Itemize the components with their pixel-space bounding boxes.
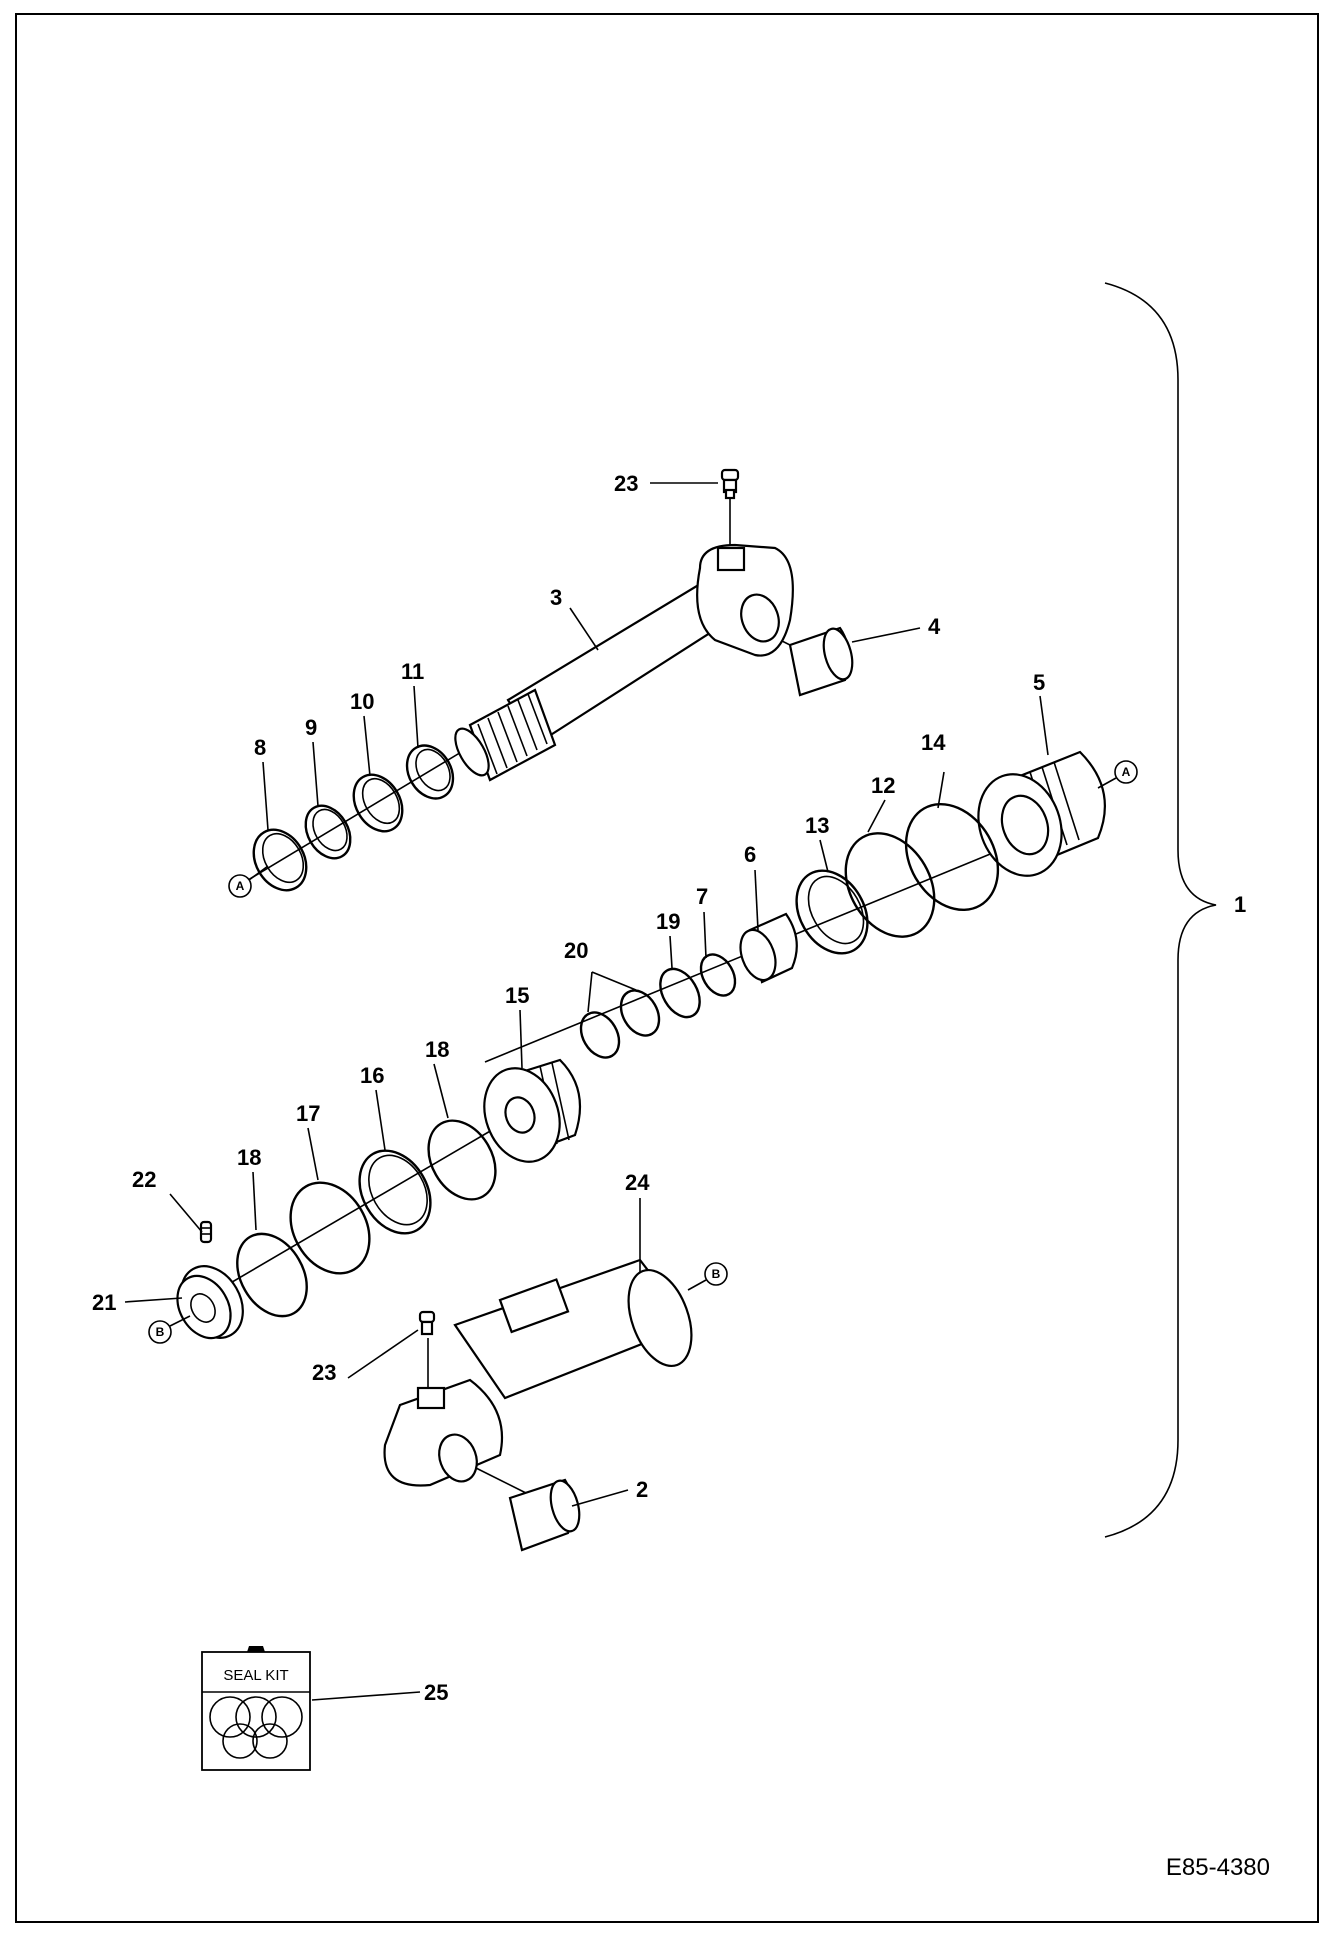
callout-18a: 18 bbox=[425, 1037, 449, 1062]
nut-part-21 bbox=[176, 1265, 244, 1340]
callout-16: 16 bbox=[360, 1063, 384, 1088]
callout-9: 9 bbox=[305, 715, 317, 740]
bushing-part-6 bbox=[739, 912, 798, 984]
pin-part-4 bbox=[788, 626, 854, 697]
callout-11: 11 bbox=[401, 659, 424, 684]
callout-23-top: 23 bbox=[614, 471, 638, 496]
piston-part-15 bbox=[483, 1058, 582, 1163]
seal-kit-label: SEAL KIT bbox=[223, 1667, 288, 1684]
grease-fitting-top bbox=[720, 468, 740, 500]
ref-label-a-left: A bbox=[236, 879, 245, 893]
barrel-part-24 bbox=[383, 1258, 693, 1487]
ring-19 bbox=[659, 967, 701, 1019]
piston-axis-line bbox=[197, 1129, 493, 1303]
ring-20b bbox=[579, 1011, 621, 1059]
bottom-pin-line bbox=[469, 1464, 531, 1496]
wear-ring-18b bbox=[236, 1232, 308, 1318]
ref-bubble-a-left: A bbox=[228, 865, 269, 898]
callout-14: 14 bbox=[921, 730, 946, 755]
backup-ring-13-inner bbox=[807, 875, 865, 945]
callout-1: 1 bbox=[1234, 892, 1246, 917]
piston-ring-17 bbox=[289, 1181, 371, 1275]
callout-20: 20 bbox=[564, 938, 588, 963]
wear-ring-18a bbox=[427, 1119, 497, 1201]
callout-15: 15 bbox=[505, 983, 529, 1008]
seal-kit-rings-icon bbox=[209, 1696, 303, 1759]
ref-label-b-nut: B bbox=[156, 1325, 165, 1339]
callout-2: 2 bbox=[636, 1477, 648, 1502]
callout-5: 5 bbox=[1033, 670, 1045, 695]
callout-13: 13 bbox=[805, 813, 829, 838]
callout-18b: 18 bbox=[237, 1145, 261, 1170]
callout-25: 25 bbox=[424, 1680, 448, 1705]
o-ring-12 bbox=[844, 832, 936, 938]
rod-seal-11 bbox=[405, 744, 455, 800]
pin-part-2 bbox=[508, 1478, 581, 1552]
callout-6: 6 bbox=[744, 842, 756, 867]
rod-part bbox=[454, 543, 794, 782]
rod-seal-10 bbox=[352, 773, 404, 833]
snap-ring-7 bbox=[699, 953, 737, 997]
grease-fitting-bottom bbox=[418, 1310, 436, 1336]
callout-17: 17 bbox=[296, 1101, 320, 1126]
rod-seal-11-inner bbox=[415, 748, 451, 792]
leader-lines bbox=[124, 482, 1049, 1701]
callout-21: 21 bbox=[92, 1290, 116, 1315]
ref-bubble-a-right: A bbox=[1097, 760, 1138, 789]
callout-8: 8 bbox=[254, 735, 266, 760]
seal-kit-box: SEAL KIT bbox=[201, 1646, 311, 1771]
ref-bubble-b-barrel: B bbox=[687, 1262, 728, 1291]
drawing-frame bbox=[15, 13, 1319, 1923]
ref-label-b-barrel: B bbox=[712, 1267, 721, 1281]
callout-3: 3 bbox=[550, 585, 562, 610]
rod-seal-9-inner bbox=[312, 808, 348, 852]
rod-seal-10-inner bbox=[361, 777, 401, 825]
callout-23-bottom: 23 bbox=[312, 1360, 336, 1385]
o-ring-14 bbox=[904, 802, 1000, 912]
drawing-code: E85-4380 bbox=[1166, 1854, 1270, 1881]
set-screw-22 bbox=[199, 1220, 213, 1244]
ref-bubble-b-nut: B bbox=[148, 1315, 191, 1344]
callout-24: 24 bbox=[625, 1170, 650, 1195]
callout-10: 10 bbox=[350, 689, 374, 714]
ref-label-a-right: A bbox=[1122, 765, 1131, 779]
gland-part-5 bbox=[977, 750, 1106, 877]
callout-4: 4 bbox=[928, 614, 941, 639]
callout-12: 12 bbox=[871, 773, 895, 798]
piston-seal-16-inner bbox=[368, 1154, 428, 1226]
ring-20a bbox=[619, 989, 661, 1037]
piston-seal-16 bbox=[358, 1149, 432, 1235]
callout-22: 22 bbox=[132, 1167, 156, 1192]
rod-seal-9 bbox=[304, 804, 352, 860]
callout-7: 7 bbox=[696, 884, 708, 909]
callout-19: 19 bbox=[656, 909, 680, 934]
assembly-brace bbox=[1104, 282, 1217, 1538]
backup-ring-13 bbox=[795, 869, 869, 955]
